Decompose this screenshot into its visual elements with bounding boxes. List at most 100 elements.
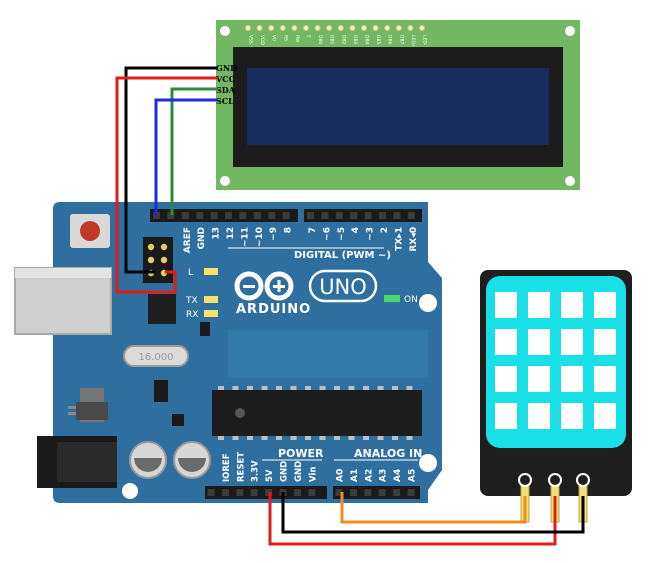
header-pin[interactable]: [210, 212, 218, 219]
header-pin[interactable]: [225, 212, 232, 219]
header-pin[interactable]: [379, 212, 386, 219]
header-pin[interactable]: [349, 489, 357, 496]
wire-vcc-red: [115, 76, 218, 294]
usb-connector-shade: [15, 268, 111, 278]
atmega-chip-notch: [235, 408, 245, 418]
header-pin[interactable]: [207, 489, 215, 496]
led-rx: [204, 310, 218, 317]
wire-vcc-sensor-red: [268, 492, 557, 546]
digital-pin-label: ~9: [269, 227, 279, 241]
chip-pin: [261, 436, 268, 440]
chip-pin: [232, 386, 239, 390]
analog-pin-label: A1: [350, 469, 360, 482]
lcd-pin-label: DB6: [387, 35, 393, 45]
lcd-pin-label: RW: [294, 35, 300, 43]
lcd-pin-label: LED+: [410, 35, 416, 48]
lcd-pin-label: RS: [282, 35, 288, 41]
lcd-pin: [302, 24, 310, 32]
header-pin[interactable]: [236, 489, 244, 496]
lcd-pin-label: V0: [271, 35, 277, 41]
header-pin[interactable]: [181, 212, 189, 219]
lcd-mount-hole: [220, 176, 230, 186]
header-pin[interactable]: [308, 489, 316, 496]
lcd-pin-label: VDD: [259, 35, 265, 46]
reset-button-cap[interactable]: [80, 221, 100, 241]
header-pin[interactable]: [407, 489, 415, 496]
chip-pin: [247, 436, 253, 440]
power-pin-label: GND: [294, 461, 304, 482]
lcd-pin: [360, 24, 368, 32]
chip-pin: [218, 436, 224, 440]
analog-pin-label: A5: [408, 469, 418, 482]
chip-pin: [392, 386, 398, 390]
crystal-oscillator: [123, 345, 189, 367]
lcd-mount-hole: [565, 176, 575, 186]
digital-pin-label: ~6: [322, 227, 332, 241]
header-pin[interactable]: [250, 489, 258, 496]
header-pin[interactable]: [335, 212, 343, 219]
power-pin-label: 5V: [265, 469, 275, 482]
header-pin[interactable]: [221, 489, 229, 496]
sensor-grid: [495, 292, 616, 429]
power-analog-header-pins: [207, 489, 415, 496]
header-pin[interactable]: [293, 489, 301, 496]
header-pin[interactable]: [307, 212, 314, 219]
uno-label: UNO: [319, 275, 367, 299]
i2c-label-sda: SDA: [216, 85, 236, 95]
header-pin[interactable]: [253, 212, 261, 219]
analog-pin-label: A2: [364, 469, 374, 482]
i2c-label-vcc: VCC: [215, 74, 235, 84]
header-pin[interactable]: [153, 212, 160, 219]
header-pin[interactable]: [364, 489, 372, 496]
chip-pin: [276, 436, 282, 440]
sensor-grid-cell: [528, 292, 550, 318]
smd-component: [200, 322, 210, 336]
chip-pin: [363, 436, 369, 440]
chip-pin: [319, 436, 326, 440]
lcd-pin: [337, 24, 344, 32]
header-pin[interactable]: [364, 212, 372, 219]
header-pin[interactable]: [393, 212, 401, 219]
lcd-screen: [247, 68, 549, 145]
board-label-panel: [228, 330, 428, 378]
header-pin[interactable]: [268, 212, 276, 219]
chip-pin: [348, 386, 355, 390]
led-l: [204, 268, 218, 275]
header-pin[interactable]: [282, 212, 290, 219]
arduino-uno-board: 16.000 ARDUINO UNO L TX RX ON: [14, 202, 442, 503]
chip-pin: [377, 386, 384, 390]
header-pin[interactable]: [378, 489, 386, 496]
i2c-label-scl: SCL: [216, 96, 234, 106]
lcd-pin-label: DB4: [364, 35, 370, 45]
header-pin[interactable]: [239, 212, 247, 219]
header-pin[interactable]: [393, 489, 401, 496]
header-pin[interactable]: [407, 212, 415, 219]
header-pin[interactable]: [335, 489, 343, 496]
sensor-grid-cell: [495, 329, 517, 355]
regulator-leg: [68, 406, 76, 409]
header-pin[interactable]: [196, 212, 204, 219]
led-l-label: L: [188, 268, 193, 278]
lcd-pin-label: VSS: [248, 35, 254, 44]
header-pin[interactable]: [321, 212, 329, 219]
header-pin[interactable]: [167, 212, 175, 219]
lcd-pin: [279, 24, 286, 32]
digital-header-pins: [153, 212, 415, 219]
digital-pin-label: GND: [197, 227, 207, 249]
header-pin[interactable]: [350, 212, 358, 219]
capacitor: [129, 441, 167, 479]
wires: [115, 66, 585, 546]
led-on-label: ON: [404, 295, 418, 305]
regulator-leg: [68, 412, 76, 415]
chip-pin: [305, 386, 311, 390]
lcd-pin-label: LED-: [422, 35, 428, 46]
chip-pin: [232, 436, 239, 440]
sensor-grid-cell: [594, 366, 616, 392]
atmega-chip-pins: [218, 386, 413, 440]
lcd-pin: [418, 24, 426, 32]
icsp-pin: [160, 256, 168, 264]
